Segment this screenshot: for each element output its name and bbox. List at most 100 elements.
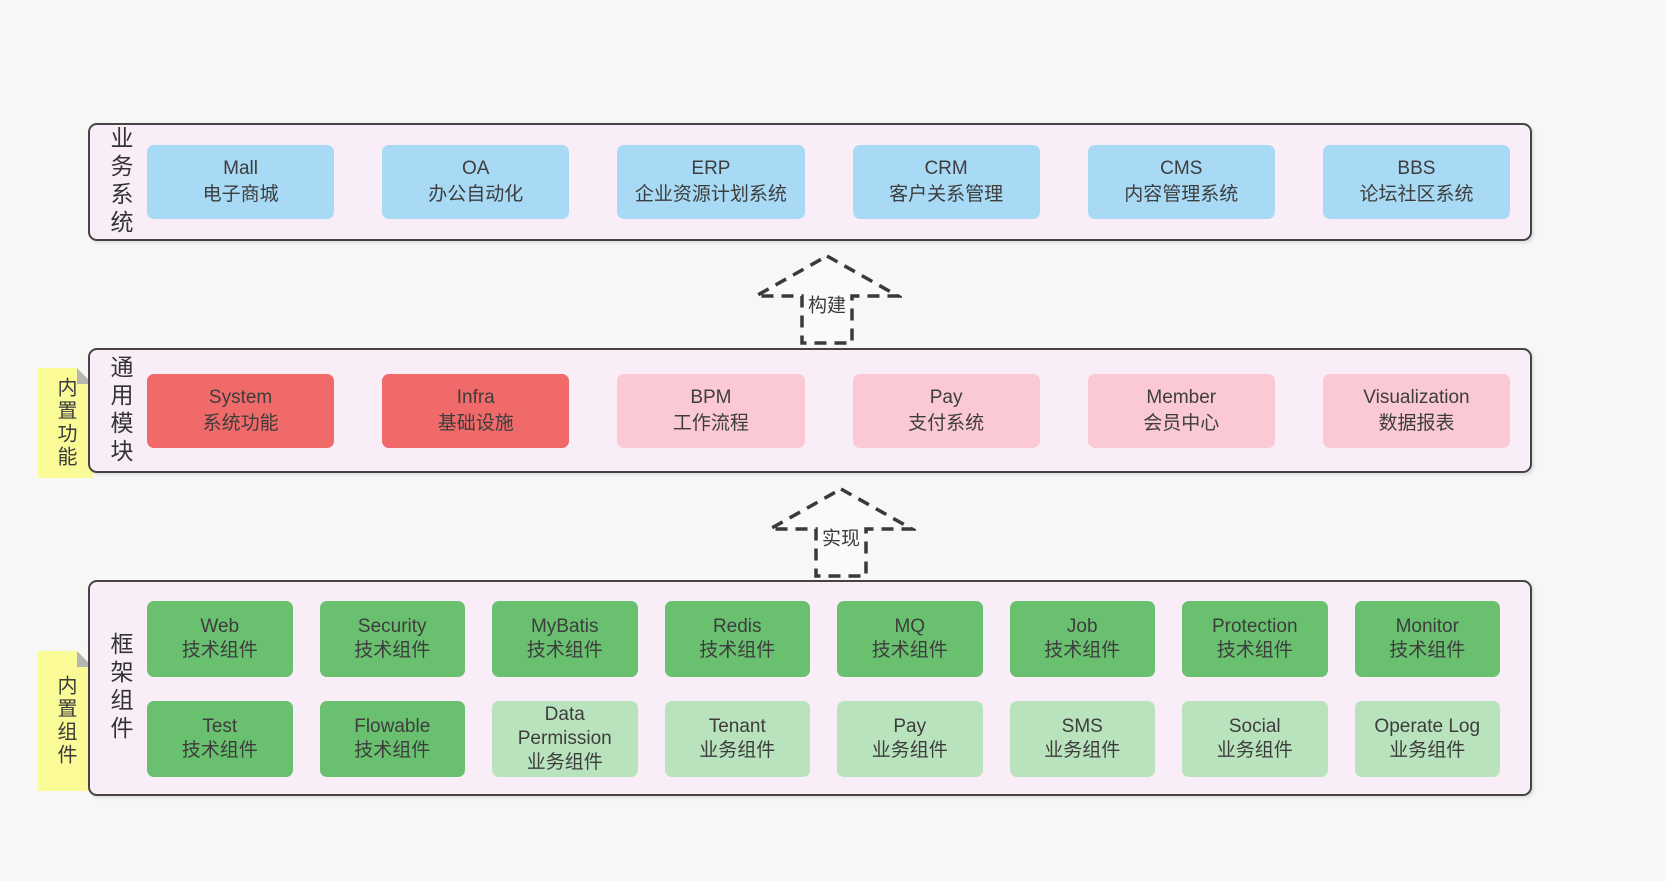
box-bpm: BPM 工作流程: [617, 373, 805, 448]
band-business-systems: 业务系统 Mall 电子商城 OA 办公自动化 ERP 企业资源计划系统 CRM…: [88, 123, 1532, 241]
sticky-built-in-features: 内置功能: [38, 368, 93, 478]
box-subtitle: 电子商城: [202, 184, 279, 205]
box-subtitle: 基础设施: [437, 412, 514, 434]
box-subtitle: 技术组件: [526, 640, 603, 661]
box-security: Security 技术组件: [319, 601, 465, 677]
box-protection: Protection 技术组件: [1182, 601, 1328, 677]
box-title: Social: [1228, 716, 1281, 737]
band-label-business-systems: 业务系统: [107, 126, 133, 238]
band-label-framework-components: 框架组件: [107, 632, 133, 744]
box-title: Data Permission: [517, 704, 612, 749]
box-member: Member 会员中心: [1087, 373, 1275, 448]
box-title: MQ: [894, 616, 926, 637]
box-mall: Mall 电子商城: [147, 145, 335, 219]
box-cms: CMS 内容管理系统: [1087, 145, 1275, 219]
box-subtitle: 技术组件: [354, 740, 431, 761]
framework-components-row-2: Test 技术组件 Flowable 技术组件 Data Permission …: [147, 701, 1500, 777]
box-subtitle: 技术组件: [871, 640, 948, 661]
box-title: CMS: [1160, 158, 1203, 179]
arrow-build-label: 构建: [804, 290, 850, 318]
box-title: Infra: [456, 386, 495, 408]
box-data-permission: Data Permission 业务组件: [492, 701, 638, 777]
box-infra: Infra 基础设施: [382, 373, 570, 448]
box-title: OA: [462, 158, 490, 179]
box-subtitle: 内容管理系统: [1124, 184, 1239, 205]
box-mybatis: MyBatis 技术组件: [492, 601, 638, 677]
box-subtitle: 办公自动化: [428, 184, 524, 205]
box-tenant: Tenant 业务组件: [664, 701, 810, 777]
arrow-build: 构建: [752, 252, 902, 347]
framework-components-rows: Web 技术组件 Security 技术组件 MyBatis 技术组件 Redi…: [147, 601, 1500, 777]
box-title: CRM: [924, 158, 968, 179]
box-subtitle: 业务组件: [699, 740, 776, 761]
box-subtitle: 数据报表: [1378, 412, 1455, 434]
band-framework-components: 框架组件 Web 技术组件 Security 技术组件 MyBatis 技术组件…: [88, 580, 1532, 796]
box-title: Pay: [893, 716, 927, 737]
box-subtitle: 会员中心: [1143, 412, 1220, 434]
box-bbs: BBS 论坛社区系统: [1322, 145, 1511, 219]
box-subtitle: 企业资源计划系统: [634, 184, 787, 205]
box-title: Web: [200, 616, 240, 637]
arrow-implement: 实现: [766, 485, 916, 580]
box-title: Redis: [712, 616, 762, 637]
framework-components-row-1: Web 技术组件 Security 技术组件 MyBatis 技术组件 Redi…: [147, 601, 1500, 677]
box-title: SMS: [1061, 716, 1103, 737]
sticky-built-in-components: 内置组件: [38, 651, 93, 791]
business-systems-boxes: Mall 电子商城 OA 办公自动化 ERP 企业资源计划系统 CRM 客户关系…: [147, 145, 1511, 219]
box-subtitle: 论坛社区系统: [1359, 184, 1474, 205]
box-subtitle: 技术组件: [181, 640, 258, 661]
box-subtitle: 支付系统: [908, 412, 985, 434]
box-web: Web 技术组件: [147, 601, 293, 677]
box-subtitle: 技术组件: [354, 640, 431, 661]
box-erp: ERP 企业资源计划系统: [617, 145, 805, 219]
box-subtitle: 业务组件: [1216, 740, 1293, 761]
box-subtitle: 系统功能: [202, 412, 279, 434]
sticky-built-in-components-label: 内置组件: [54, 675, 76, 767]
box-title: Visualization: [1363, 386, 1470, 408]
box-subtitle: 客户关系管理: [889, 184, 1004, 205]
box-title: Protection: [1211, 616, 1298, 637]
box-sms: SMS 业务组件: [1009, 701, 1155, 777]
box-title: BPM: [690, 386, 732, 408]
box-subtitle: 技术组件: [1216, 640, 1293, 661]
common-modules-boxes: System 系统功能 Infra 基础设施 BPM 工作流程 Pay 支付系统…: [147, 373, 1511, 448]
box-pay-biz: Pay 业务组件: [837, 701, 983, 777]
box-title: Job: [1066, 616, 1098, 637]
box-monitor: Monitor 技术组件: [1354, 601, 1500, 677]
box-title: Tenant: [708, 716, 766, 737]
box-oa: OA 办公自动化: [382, 145, 570, 219]
sticky-built-in-features-label: 内置功能: [54, 377, 76, 469]
box-title: BBS: [1397, 158, 1436, 179]
box-operate-log: Operate Log 业务组件: [1354, 701, 1500, 777]
box-subtitle: 技术组件: [1044, 640, 1121, 661]
box-subtitle: 业务组件: [1044, 740, 1121, 761]
box-subtitle: 技术组件: [699, 640, 776, 661]
box-visualization: Visualization 数据报表: [1322, 373, 1511, 448]
box-title: Pay: [929, 386, 963, 408]
band-common-modules: 通用模块 System 系统功能 Infra 基础设施 BPM 工作流程 Pay…: [88, 348, 1532, 473]
box-subtitle: 业务组件: [526, 752, 603, 773]
box-title: Mall: [223, 158, 258, 179]
box-title: Test: [202, 716, 238, 737]
box-social: Social 业务组件: [1182, 701, 1328, 777]
box-title: Monitor: [1395, 616, 1459, 637]
box-title: Security: [357, 616, 427, 637]
box-system: System 系统功能: [147, 373, 335, 448]
box-title: ERP: [691, 158, 731, 179]
box-title: MyBatis: [530, 616, 599, 637]
box-crm: CRM 客户关系管理: [852, 145, 1040, 219]
box-subtitle: 业务组件: [871, 740, 948, 761]
box-title: Flowable: [354, 716, 431, 737]
box-job: Job 技术组件: [1009, 601, 1155, 677]
arrow-implement-label: 实现: [818, 523, 864, 551]
box-subtitle: 技术组件: [1389, 640, 1466, 661]
box-subtitle: 工作流程: [672, 412, 749, 434]
box-test: Test 技术组件: [147, 701, 293, 777]
box-redis: Redis 技术组件: [664, 601, 810, 677]
band-label-common-modules: 通用模块: [107, 354, 133, 467]
box-mq: MQ 技术组件: [837, 601, 983, 677]
box-title: Member: [1146, 386, 1217, 408]
box-title: Operate Log: [1374, 716, 1481, 737]
box-subtitle: 业务组件: [1389, 740, 1466, 761]
box-flowable: Flowable 技术组件: [319, 701, 465, 777]
